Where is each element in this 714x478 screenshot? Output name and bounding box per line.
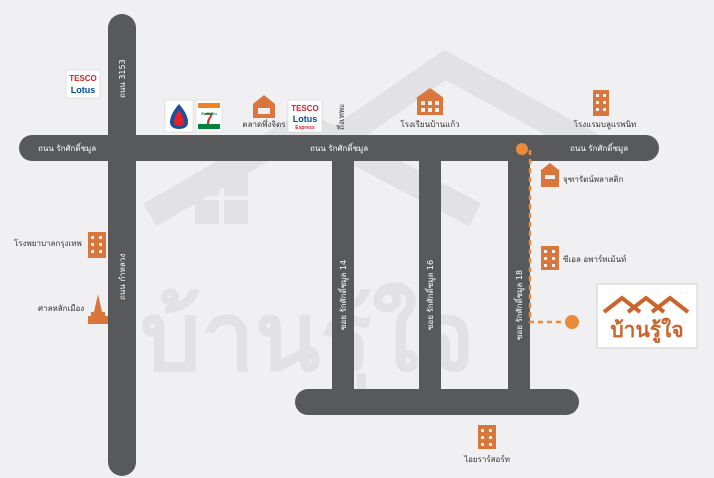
seven-eleven-logo: 7 ELEVEn xyxy=(195,99,223,133)
lotus-text: Lotus xyxy=(71,85,96,95)
road-soi-14 xyxy=(332,148,354,404)
hotel-label: โรงแรมบลูแรพนิท xyxy=(574,119,637,130)
tesco-lotus-logo: TESCO Lotus xyxy=(65,69,101,99)
route-dashed-line xyxy=(522,147,572,324)
seven-number: 7 xyxy=(205,111,214,128)
market-label: ตลาดพึ่งจิตร xyxy=(242,118,286,129)
city-pillar-label: ศาลหลักเมือง xyxy=(38,304,84,313)
watermark-window xyxy=(224,172,248,196)
ptt-logo xyxy=(164,99,194,133)
tesco-express-tesco: TESCO xyxy=(291,104,319,113)
road-label-soi-14: ซอย รักศักดิ์ชมูล 14 xyxy=(337,260,349,330)
road-soi-16 xyxy=(419,148,441,404)
tesco-express-express: Express xyxy=(295,125,315,131)
dormitory-label: ไอยราร์สอร์ท xyxy=(463,454,510,464)
house-roofs-logo xyxy=(602,295,690,314)
school-building-icon xyxy=(416,88,444,115)
road-soi-18 xyxy=(508,148,530,404)
tesco-text: TESCO xyxy=(69,74,97,83)
route-end-dot xyxy=(565,315,579,329)
hospital-building-icon xyxy=(88,232,106,258)
road-label-kamluang: ถนน กำหลวง xyxy=(118,254,127,300)
plastic-shop-label: จุฑารัตน์พลาสติก xyxy=(563,174,624,184)
road-label-soi-16: ซอย รักศักดิ์ชมูล 16 xyxy=(424,260,436,330)
watermark-window xyxy=(195,200,219,224)
apartment-building-icon xyxy=(541,246,559,270)
watermark-window xyxy=(195,172,219,196)
destination-name: บ้านรู้ใจ xyxy=(610,317,683,344)
road-label-soi-18: ซอย รักศักดิ์ชมูล 18 xyxy=(513,270,525,340)
road-label-main-left: ถนน รักศักดิ์ชมูล xyxy=(38,142,96,154)
watermark-roof-right xyxy=(322,49,607,162)
watermark-window xyxy=(224,200,248,224)
road-label-3153: ถนน 3153 xyxy=(118,59,127,98)
road-label-main-mid: ถนน รักศักดิ์ชมูล xyxy=(310,142,368,154)
hotel-building-icon xyxy=(593,90,609,116)
shop-building-icon xyxy=(540,163,560,187)
destination-marker[interactable]: บ้านรู้ใจ xyxy=(596,283,698,349)
hospital-label: โรงพยาบาลกรุงเทพ xyxy=(14,238,82,248)
apartment-label: ซีเอล อพาร์ทเม้นท์ xyxy=(563,254,626,264)
seven-eleven-text: ELEVEn xyxy=(201,111,217,116)
market-building-icon xyxy=(253,95,275,118)
tesco-express-logo: TESCO Lotus Express xyxy=(287,99,323,133)
tesco-express-lotus: Lotus xyxy=(293,114,318,124)
roads xyxy=(19,14,659,476)
temple-road-label: ถึ่งเทพะ xyxy=(335,104,346,130)
road-label-main-right: ถนน รักศักดิ์ชมูล xyxy=(570,142,628,154)
school-label: โรงเรียนบ้านแก้ว xyxy=(400,119,459,129)
dormitory-building-icon xyxy=(478,425,496,449)
pagoda-icon xyxy=(88,294,108,324)
route xyxy=(516,143,579,329)
